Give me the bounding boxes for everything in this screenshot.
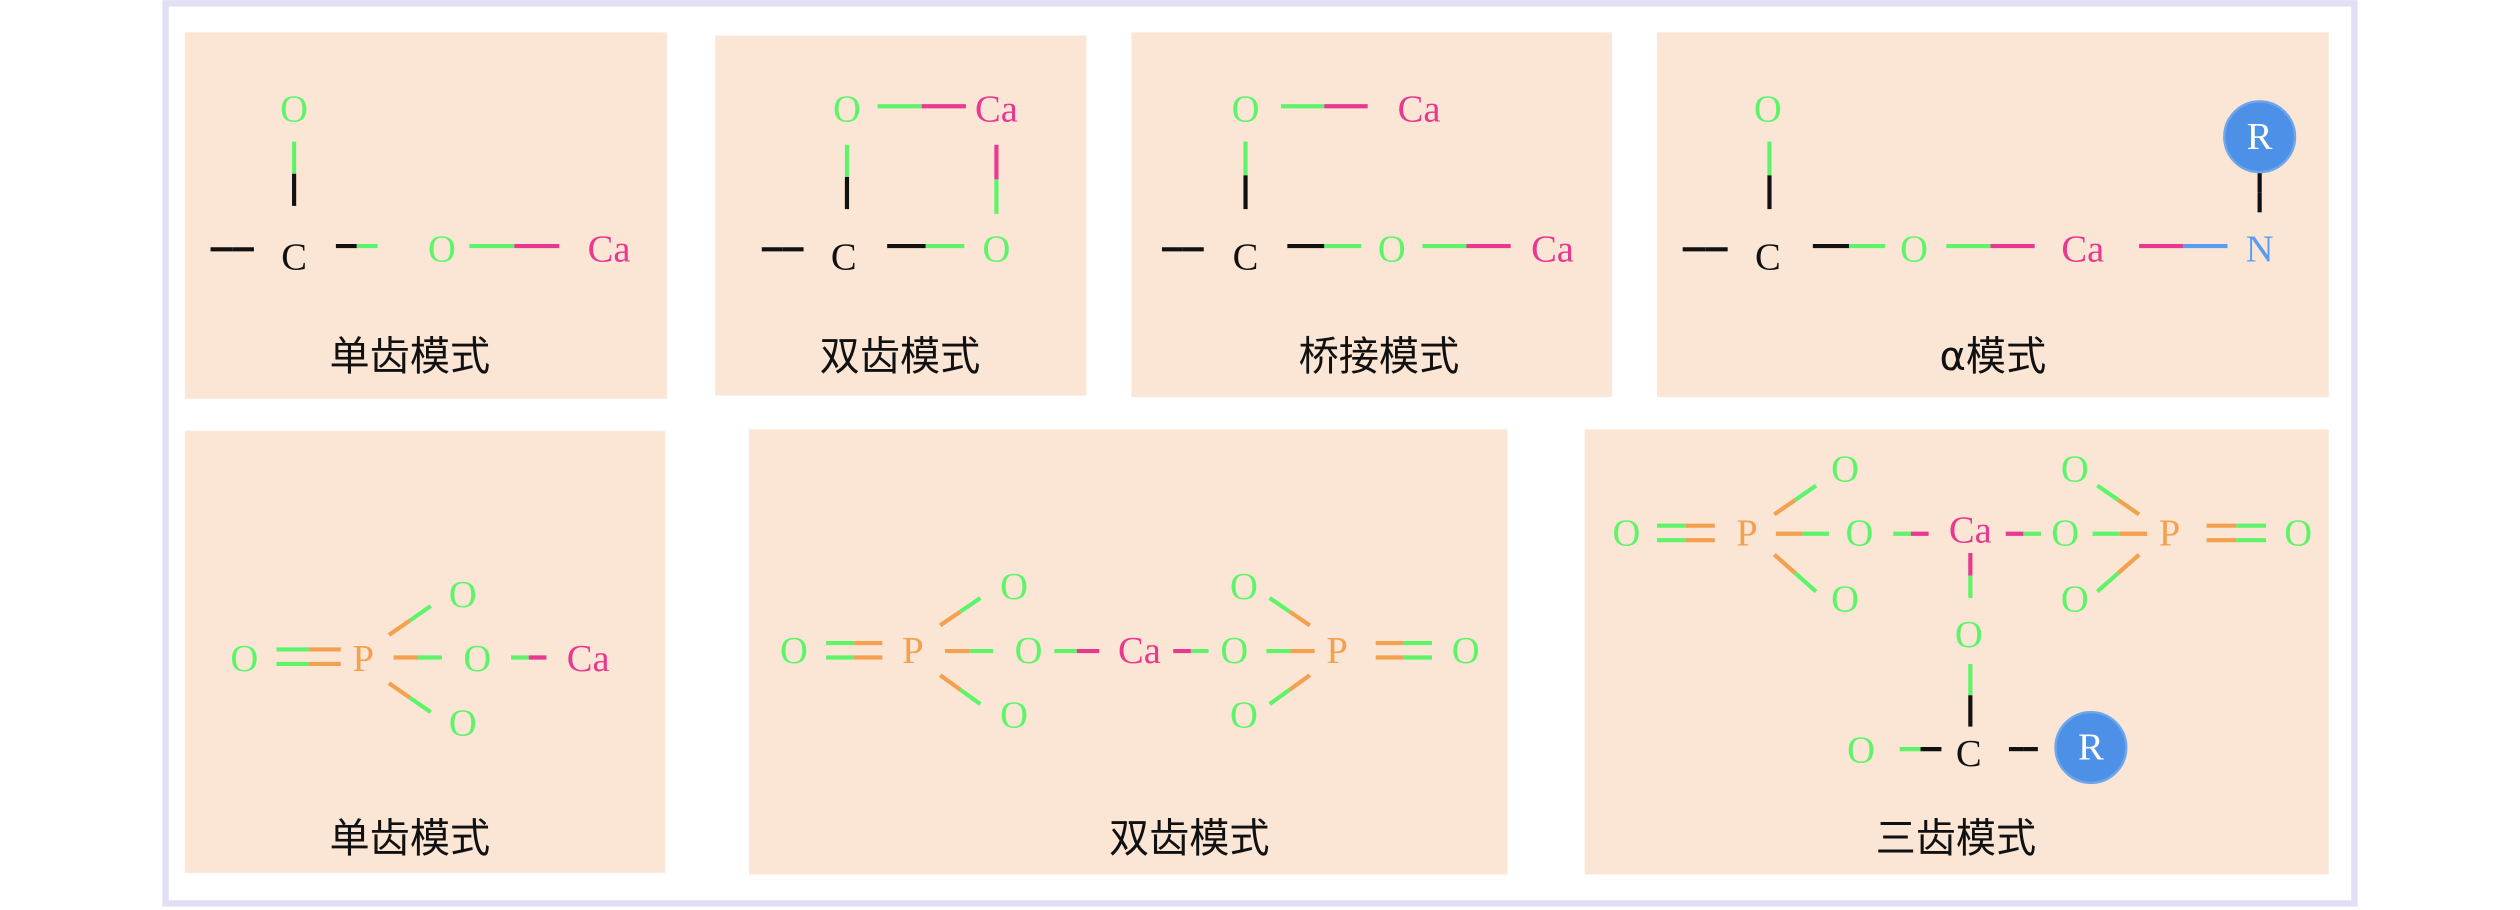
panel-1: O C O Ca 单齿模式 — [184, 32, 667, 399]
r-group-label: R — [2247, 116, 2273, 158]
atom-o: O — [1230, 694, 1258, 736]
atom-p: P — [902, 630, 923, 672]
atom-o: O — [449, 574, 477, 616]
bond-segment — [2095, 571, 2120, 594]
atom-ca: Ca — [1531, 228, 1574, 270]
bond-segment — [938, 673, 962, 692]
atom-p: P — [352, 638, 373, 680]
panel-background — [1656, 32, 2329, 398]
panel-background — [748, 429, 1508, 875]
atom-p: P — [2159, 513, 2180, 555]
bond-segment — [2116, 553, 2141, 575]
atom-c: C — [1956, 733, 1982, 775]
atom-o: O — [449, 702, 477, 744]
panel-background — [184, 430, 666, 873]
atom-o: O — [230, 638, 258, 680]
panel-caption: 单齿模式 — [330, 334, 491, 380]
atom-o: O — [982, 228, 1010, 270]
r-group-circle — [2223, 100, 2297, 174]
bond-segment — [959, 596, 982, 614]
atom-ca: Ca — [1949, 510, 1992, 552]
atom-o: O — [1846, 513, 1874, 555]
bond-segment — [1793, 483, 1818, 502]
atom-ca: Ca — [1118, 630, 1161, 672]
atom-o: O — [1955, 614, 1983, 656]
bond-segment — [1288, 673, 1312, 692]
bond-segment — [1268, 596, 1291, 614]
bond-segment — [1773, 498, 1797, 517]
atom-o: O — [1900, 228, 1928, 270]
atom-ca: Ca — [1398, 88, 1441, 130]
atom-o: O — [2051, 513, 2079, 555]
bond-segment — [1268, 687, 1291, 706]
atom-o: O — [1831, 579, 1859, 621]
bond-segment — [959, 687, 982, 706]
atom-o: O — [2061, 579, 2089, 621]
r-group-circle — [2054, 710, 2128, 785]
atom-n: N — [2246, 228, 2274, 270]
atom-o: O — [1000, 566, 1028, 608]
panel-caption: 双齿模式 — [1109, 816, 1270, 862]
panel-caption: α模式 — [1939, 334, 2046, 380]
atom-o: O — [428, 228, 456, 270]
atom-o: O — [280, 88, 308, 130]
atom-o: O — [1000, 694, 1028, 736]
atom-c: C — [831, 236, 857, 278]
atom-o: O — [1831, 448, 1859, 490]
panel-2: O CaC O 双齿模式 — [715, 35, 1087, 396]
atom-o: O — [1452, 630, 1480, 672]
bond-segment — [2117, 498, 2141, 517]
atom-ca: Ca — [588, 228, 631, 270]
atom-o: O — [833, 88, 861, 130]
atom-p: P — [1736, 513, 1757, 555]
bond-segment — [939, 609, 962, 628]
atom-ca: Ca — [2061, 228, 2104, 270]
bond-segment — [1772, 553, 1797, 575]
atom-o: O — [1754, 88, 1782, 130]
atom-o: O — [2061, 448, 2089, 490]
atom-o: O — [2284, 513, 2312, 555]
atom-o: O — [1232, 88, 1260, 130]
atom-o: O — [463, 638, 491, 680]
panel-caption: 双齿模式 — [820, 334, 981, 380]
atom-c: C — [1233, 236, 1259, 278]
atom-o: O — [1847, 730, 1875, 772]
bond-segment — [1793, 571, 1818, 594]
atom-o: O — [1378, 228, 1406, 270]
atom-c: C — [1755, 236, 1781, 278]
atom-p: P — [1326, 630, 1347, 672]
bond-segment — [408, 604, 432, 623]
bond-segment — [408, 695, 432, 714]
atom-c: C — [281, 236, 307, 278]
panel-caption: 单齿模式 — [330, 816, 491, 862]
r-group-label: R — [2078, 727, 2104, 769]
atom-o: O — [1220, 630, 1248, 672]
bond-segment — [2096, 483, 2120, 502]
atom-ca: Ca — [975, 88, 1018, 130]
atom-ca: Ca — [567, 638, 610, 680]
bond-segment — [1288, 609, 1311, 628]
atom-o: O — [1612, 513, 1640, 555]
panel-caption: 桥接模式 — [1299, 334, 1460, 380]
bond-segment — [387, 618, 412, 637]
panel-background — [1584, 429, 2329, 875]
panel-background — [184, 32, 667, 399]
panel-background — [715, 35, 1087, 396]
panel-caption: 三齿模式 — [1876, 816, 2037, 862]
bond-segment — [387, 681, 412, 700]
atom-o: O — [1230, 566, 1258, 608]
atom-o: O — [780, 630, 808, 672]
panel-background — [1131, 32, 1612, 398]
atom-o: O — [1015, 630, 1043, 672]
